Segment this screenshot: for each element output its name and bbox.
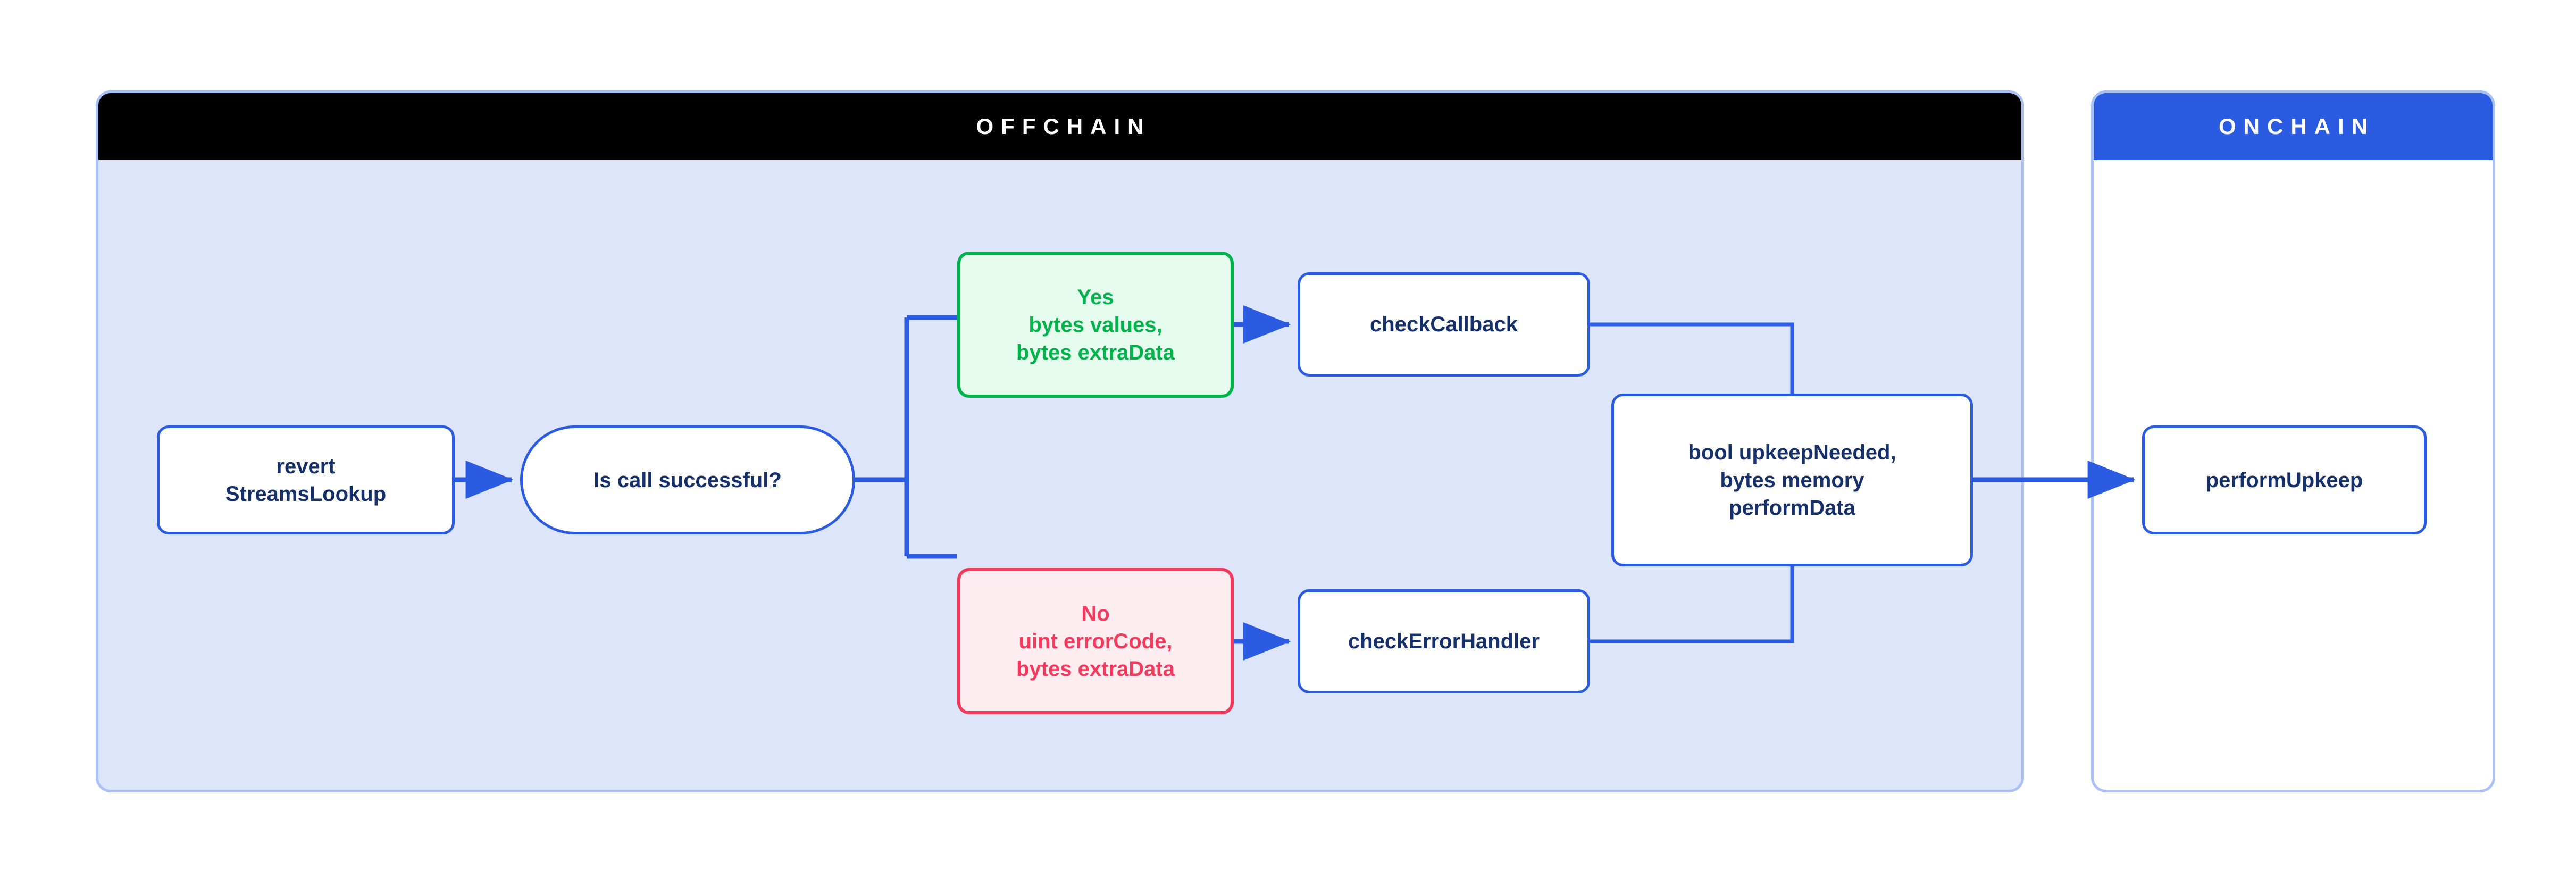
node-check-callback-label: checkCallback	[1370, 313, 1518, 336]
node-yes-branch-label: Yes bytes values, bytes extraData	[1016, 285, 1175, 364]
node-is-call-successful-label: Is call successful?	[593, 468, 782, 492]
onchain-panel-title: ONCHAIN	[2094, 93, 2493, 160]
node-no-branch[interactable]: No uint errorCode, bytes extraData	[957, 568, 1234, 714]
node-perform-upkeep-label: performUpkeep	[2205, 468, 2363, 492]
node-upkeep-needed-label: bool upkeepNeeded, bytes memory performD…	[1688, 440, 1896, 520]
node-check-error-handler[interactable]: checkErrorHandler	[1298, 589, 1590, 693]
node-yes-branch[interactable]: Yes bytes values, bytes extraData	[957, 252, 1234, 398]
node-no-branch-label: No uint errorCode, bytes extraData	[1016, 601, 1175, 681]
node-check-callback[interactable]: checkCallback	[1298, 272, 1590, 377]
node-upkeep-needed[interactable]: bool upkeepNeeded, bytes memory performD…	[1611, 394, 1973, 566]
offchain-panel-title: OFFCHAIN	[98, 93, 2021, 160]
node-is-call-successful[interactable]: Is call successful?	[520, 425, 855, 534]
node-revert-streamslookup[interactable]: revert StreamsLookup	[157, 425, 455, 534]
node-revert-streamslookup-label: revert StreamsLookup	[225, 454, 387, 506]
node-check-error-handler-label: checkErrorHandler	[1348, 630, 1540, 653]
node-perform-upkeep[interactable]: performUpkeep	[2142, 425, 2427, 534]
